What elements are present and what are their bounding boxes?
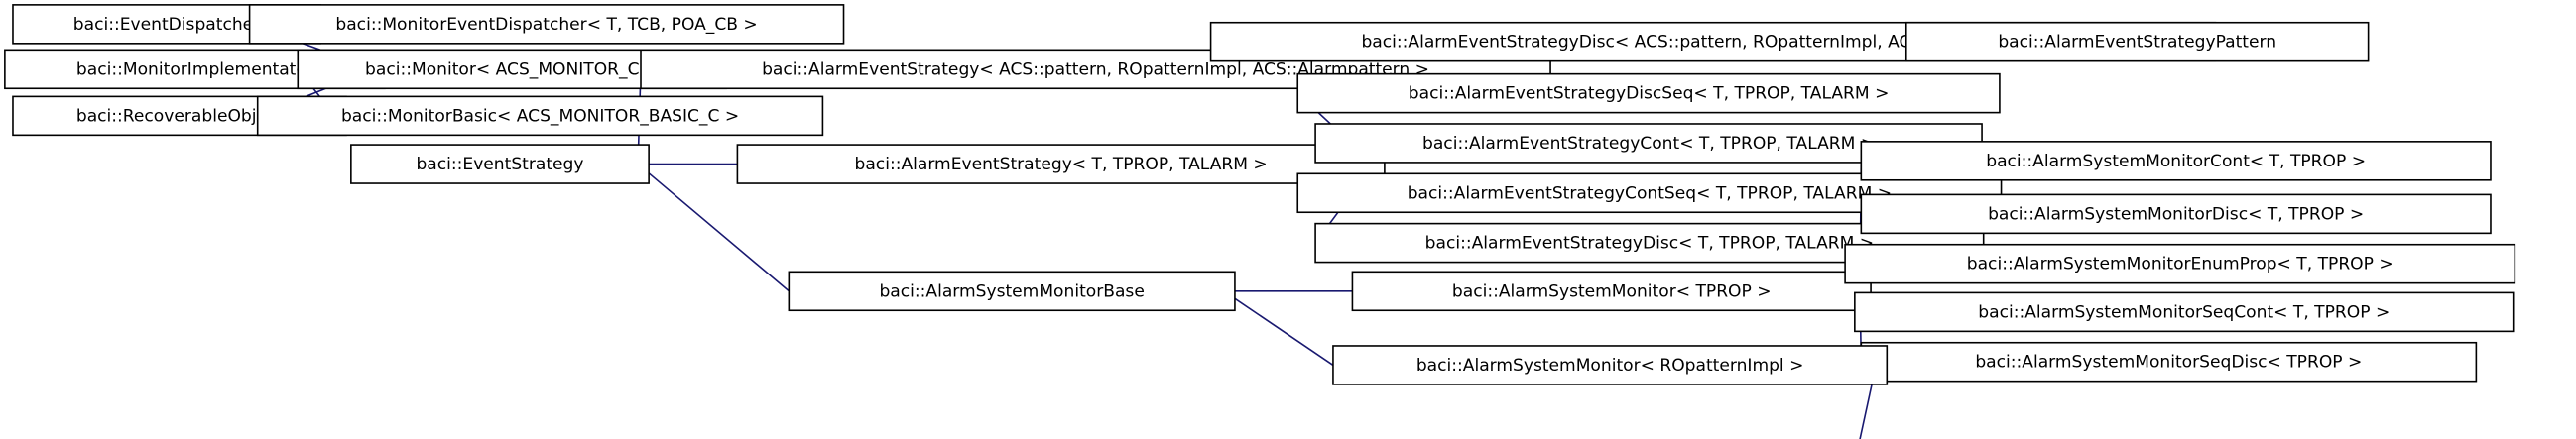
class-node-box[interactable] (350, 144, 650, 184)
class-node-label: baci::AlarmSystemMonitorEnumProp< T, TPR… (1967, 255, 2393, 274)
class-node-label: baci::AlarmSystemMonitor< ROpatternImpl … (1416, 356, 1804, 376)
class-node-label: baci::AlarmSystemMonitorBase (879, 281, 1144, 301)
class-node-label: baci::Monitor< ACS_MONITOR_C > (365, 59, 659, 79)
class-node-box[interactable] (1860, 141, 2492, 181)
class-node-alarmSystemMonitorSeqCont[interactable]: baci::AlarmSystemMonitorSeqCont< T, TPRO… (1854, 291, 2515, 333)
class-node-box[interactable] (1844, 243, 2516, 284)
class-node-alarmSystemMonitorROpatternImpl[interactable]: baci::AlarmSystemMonitor< ROpatternImpl … (1332, 345, 1889, 385)
class-node-alarmSystemMonitorEnumProp[interactable]: baci::AlarmSystemMonitorEnumProp< T, TPR… (1844, 243, 2516, 284)
class-node-label: baci::MonitorEventDispatcher< T, TCB, PO… (335, 15, 757, 35)
class-node-alarmEventStrategy[interactable]: baci::AlarmEventStrategy< T, TPROP, TALA… (736, 144, 1386, 184)
class-node-box[interactable] (248, 4, 845, 45)
inheritance-edge (1223, 285, 1353, 297)
class-node-label: baci::AlarmEventStrategyContSeq< T, TPRO… (1408, 183, 1892, 203)
class-node-label: baci::AlarmEventStrategyCont< T, TPROP, … (1422, 134, 1875, 154)
class-node-box[interactable] (1296, 72, 2001, 114)
class-node-alarmSystemMonitorBase[interactable]: baci::AlarmSystemMonitorBase (788, 271, 1236, 312)
class-node-alarmSystemMonitorDisc[interactable]: baci::AlarmSystemMonitorDisc< T, TPROP > (1860, 193, 2492, 235)
class-node-alarmEventStrategyPatternLeaf[interactable]: baci::AlarmEventStrategyPattern (1904, 21, 2370, 62)
class-node-label: baci::AlarmEventStrategyDiscSeq< T, TPRO… (1409, 84, 1890, 104)
class-node-label: baci::AlarmSystemMonitor< TPROP > (1452, 281, 1772, 301)
class-node-box[interactable] (256, 95, 824, 137)
class-node-monitorBasic[interactable]: baci::MonitorBasic< ACS_MONITOR_BASIC_C … (256, 95, 824, 137)
class-node-alarmSystemMonitorSeqDisc[interactable]: baci::AlarmSystemMonitorSeqDisc< TPROP > (1860, 341, 2478, 383)
class-node-alarmEventStrategyDiscSeq[interactable]: baci::AlarmEventStrategyDiscSeq< T, TPRO… (1296, 72, 2001, 114)
inheritance-edge (638, 159, 738, 170)
class-node-box[interactable] (1854, 291, 2515, 333)
class-node-label: baci::MonitorImplementator (76, 59, 314, 79)
class-node-box[interactable] (1860, 193, 2492, 235)
class-node-box[interactable] (1351, 271, 1872, 312)
class-node-alarmEventStrategyCont[interactable]: baci::AlarmEventStrategyCont< T, TPROP, … (1314, 123, 1983, 164)
class-node-alarmSystemMonitorCont[interactable]: baci::AlarmSystemMonitorCont< T, TPROP > (1860, 141, 2492, 181)
class-node-label: baci::RecoverableObject (76, 106, 284, 126)
class-node-label: baci::AlarmEventStrategyDisc< ACS::patte… (1361, 33, 2064, 53)
inheritance-edge (1223, 285, 1334, 367)
class-node-eventStrategy[interactable]: baci::EventStrategy (350, 144, 650, 184)
class-node-label: baci::EventStrategy (416, 155, 583, 174)
class-node-label: baci::AlarmSystemMonitorSeqCont< T, TPRO… (1978, 302, 2390, 322)
class-node-label: baci::AlarmEventStrategy< T, TPROP, TALA… (855, 155, 1268, 174)
class-node-label: baci::AlarmEventStrategyPattern (1998, 33, 2276, 53)
class-node-label: baci::EventDispatcher (73, 15, 261, 35)
class-node-box[interactable] (736, 144, 1386, 184)
class-node-label: baci::AlarmSystemMonitorSeqDisc< TPROP > (1975, 353, 2362, 373)
nodes-layer: baci::EventDispatcher baci::MonitorEventD… (4, 4, 2516, 385)
class-node-monitorEventDispatcher[interactable]: baci::MonitorEventDispatcher< T, TCB, PO… (248, 4, 845, 45)
class-node-label: baci::AlarmEventStrategy< ACS::pattern, … (762, 59, 1429, 79)
class-node-alarmSystemMonitorTPROP[interactable]: baci::AlarmSystemMonitor< TPROP > (1351, 271, 1872, 312)
class-node-box[interactable] (1332, 345, 1889, 385)
class-node-label: baci::AlarmSystemMonitorDisc< T, TPROP > (1988, 204, 2364, 224)
class-node-label: baci::AlarmSystemMonitorCont< T, TPROP > (1986, 152, 2366, 171)
class-node-box[interactable] (1904, 21, 2370, 62)
class-node-box[interactable] (788, 271, 1236, 312)
class-node-label: baci::AlarmEventStrategyDisc< T, TPROP, … (1425, 234, 1874, 254)
class-node-label: baci::MonitorBasic< ACS_MONITOR_BASIC_C … (341, 106, 739, 126)
